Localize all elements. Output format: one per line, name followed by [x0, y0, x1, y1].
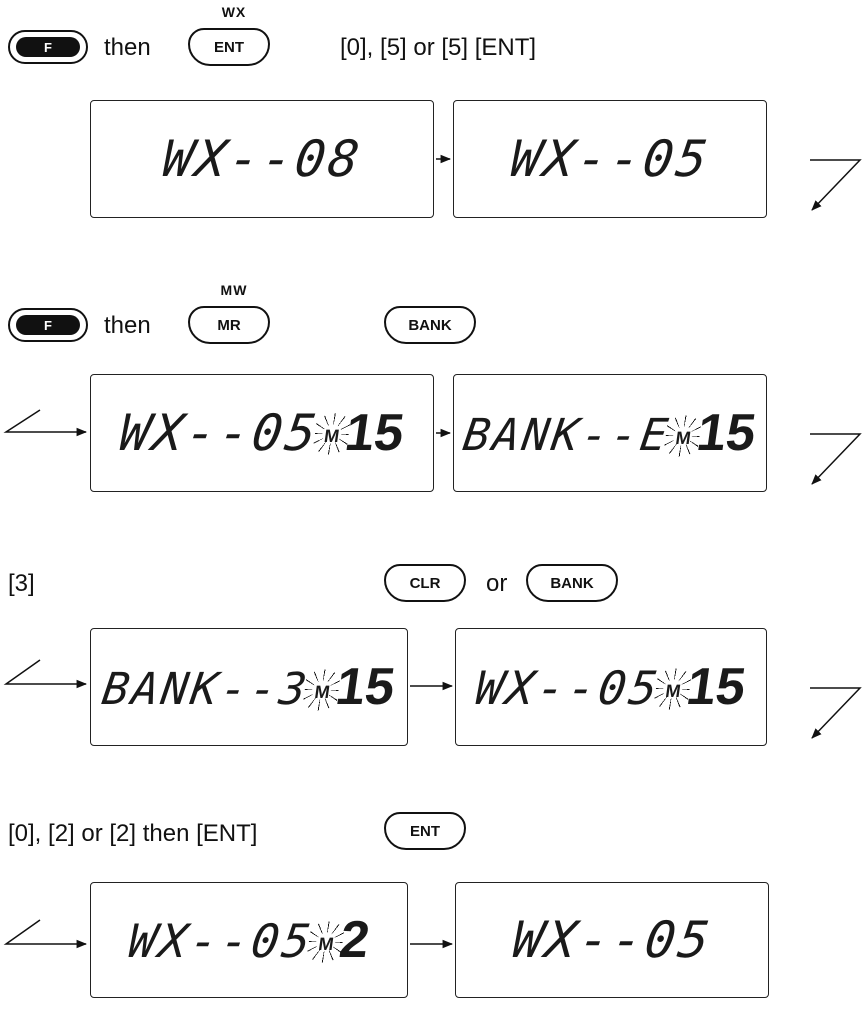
- bank-key-button[interactable]: BANK: [526, 564, 618, 602]
- row1-instruction: [0], [5] or [5] [ENT]: [340, 34, 537, 61]
- bank-key-button[interactable]: BANK: [384, 306, 476, 344]
- lcd-display-bank-e-m15: BANK--EM15: [453, 374, 767, 492]
- lcd-display-wx05-m2: WX--05M2: [90, 882, 408, 998]
- row3-instruction: [3]: [8, 570, 35, 597]
- ent-key-button[interactable]: ENT: [384, 812, 466, 850]
- continue-arrow-icon: [810, 159, 862, 211]
- lcd-display-wx05: WX--05: [453, 100, 767, 218]
- mw-key-label: MW: [220, 282, 248, 298]
- clr-key-button[interactable]: CLR: [384, 564, 466, 602]
- or-text: or: [486, 570, 508, 597]
- f-key-label: F: [16, 315, 80, 335]
- then-text: then: [104, 312, 151, 339]
- continue-arrow-icon: [810, 687, 862, 739]
- lcd-display-wx05-m15: WX--05M15: [90, 374, 434, 492]
- entry-arrow-icon: [3, 659, 88, 689]
- continue-arrow-icon: [810, 433, 862, 485]
- f-key-button[interactable]: F: [8, 30, 88, 64]
- lcd-display-wx05-final: WX--05: [455, 882, 769, 998]
- then-text: then: [104, 34, 151, 61]
- lcd-display-bank-3-m15: BANK--3M15: [90, 628, 408, 746]
- entry-arrow-icon: [3, 919, 88, 949]
- ent-key-button[interactable]: ENT: [188, 28, 270, 66]
- wx-key-label: WX: [221, 4, 247, 20]
- f-key-label: F: [16, 37, 80, 57]
- row4-instruction: [0], [2] or [2] then [ENT]: [8, 820, 258, 847]
- mr-key-button[interactable]: MR: [188, 306, 270, 344]
- lcd-display-wx08: WX--08: [90, 100, 434, 218]
- entry-arrow-icon: [3, 409, 88, 437]
- lcd-display-wx05-m15: WX--05M15: [455, 628, 767, 746]
- f-key-button[interactable]: F: [8, 308, 88, 342]
